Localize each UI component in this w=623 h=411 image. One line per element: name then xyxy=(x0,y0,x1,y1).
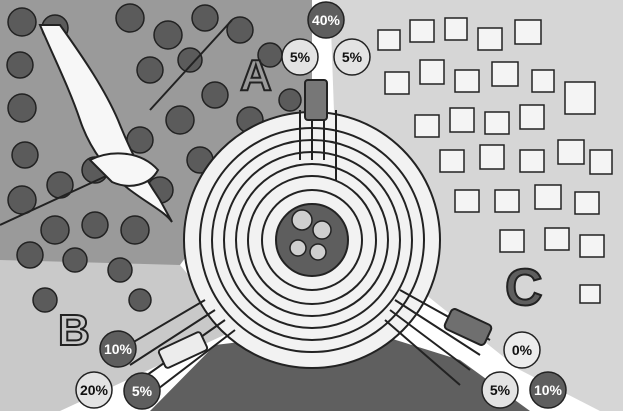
zone-label-c: C xyxy=(505,259,543,317)
svg-text:10%: 10% xyxy=(534,382,563,398)
svg-text:5%: 5% xyxy=(342,49,363,65)
svg-text:5%: 5% xyxy=(490,382,511,398)
vehicle-top xyxy=(305,80,327,120)
svg-text:0%: 0% xyxy=(512,342,533,358)
badge-top-center: 40% xyxy=(308,2,344,38)
central-island xyxy=(276,204,348,276)
zone-label-b: B xyxy=(58,306,90,355)
svg-text:40%: 40% xyxy=(312,12,341,28)
badge-left-lower: 20% xyxy=(76,372,112,408)
badge-left-upper: 10% xyxy=(100,331,136,367)
svg-text:10%: 10% xyxy=(104,341,133,357)
svg-text:5%: 5% xyxy=(290,49,311,65)
svg-text:20%: 20% xyxy=(80,382,109,398)
badge-right-lower: 5% xyxy=(482,372,518,408)
badge-top-right: 5% xyxy=(334,39,370,75)
badge-left-bottom: 5% xyxy=(124,373,160,409)
badge-top-left: 5% xyxy=(282,39,318,75)
badge-right-upper: 0% xyxy=(504,332,540,368)
zone-label-a: A xyxy=(240,51,272,100)
svg-text:5%: 5% xyxy=(132,383,153,399)
badge-right-bottom: 10% xyxy=(530,372,566,408)
